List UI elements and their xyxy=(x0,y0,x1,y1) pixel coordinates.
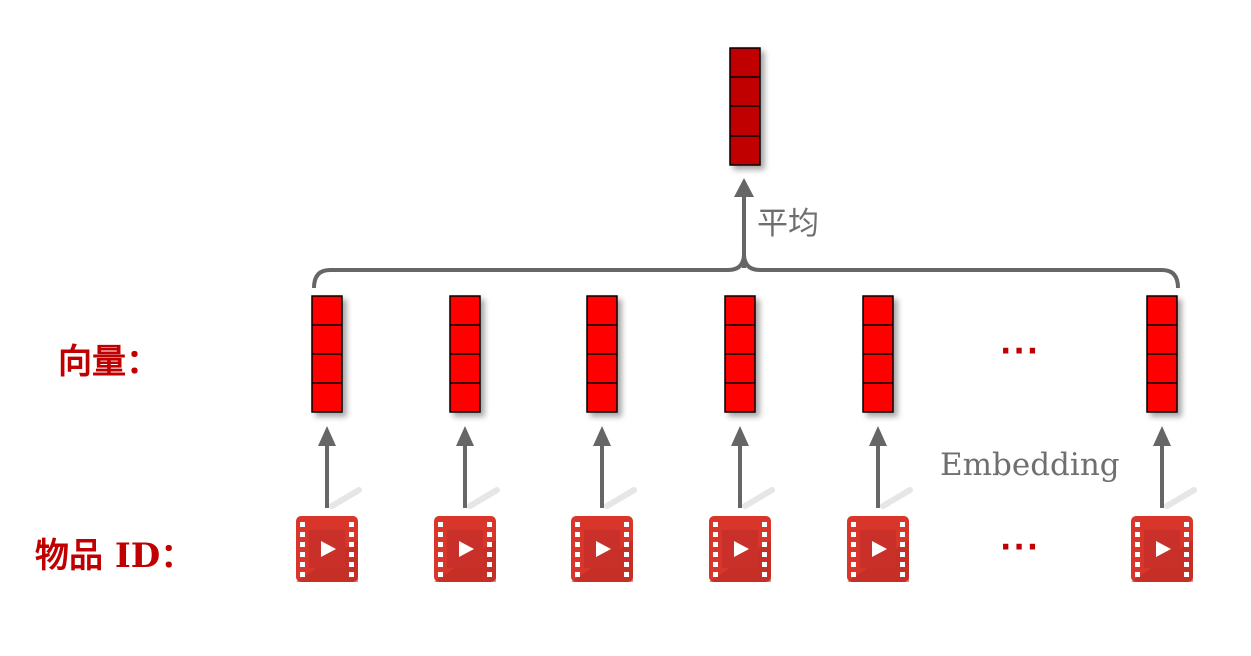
video-play-icon xyxy=(847,516,909,582)
item-vector xyxy=(311,295,343,413)
video-play-icon xyxy=(1131,516,1193,582)
item-vector xyxy=(724,295,756,413)
columns-layer xyxy=(296,295,1197,582)
video-play-icon xyxy=(434,516,496,582)
embedding-arrow xyxy=(731,426,775,509)
vectors-ellipsis: ··· xyxy=(1000,334,1041,369)
average-label: 平均 xyxy=(757,206,819,242)
aggregation-brace xyxy=(312,253,1180,289)
item-vector xyxy=(1146,295,1178,413)
embedding-arrow xyxy=(1153,426,1197,509)
embedding-arrow xyxy=(869,426,913,509)
video-play-icon xyxy=(571,516,633,582)
vectors-row-label: 向量： xyxy=(58,342,160,382)
item-vector xyxy=(449,295,481,413)
item-vector xyxy=(586,295,618,413)
item-vector xyxy=(862,295,894,413)
embedding-arrow xyxy=(593,426,637,509)
embedding-arrow xyxy=(318,426,362,509)
averaged-vector xyxy=(729,47,761,166)
video-play-icon xyxy=(296,516,358,582)
video-play-icon xyxy=(709,516,771,582)
item-ids-row-label: 物品 ID： xyxy=(35,536,195,576)
embedding-arrow xyxy=(456,426,500,509)
items-ellipsis: ··· xyxy=(1000,530,1041,565)
embedding-label: Embedding xyxy=(940,447,1120,483)
